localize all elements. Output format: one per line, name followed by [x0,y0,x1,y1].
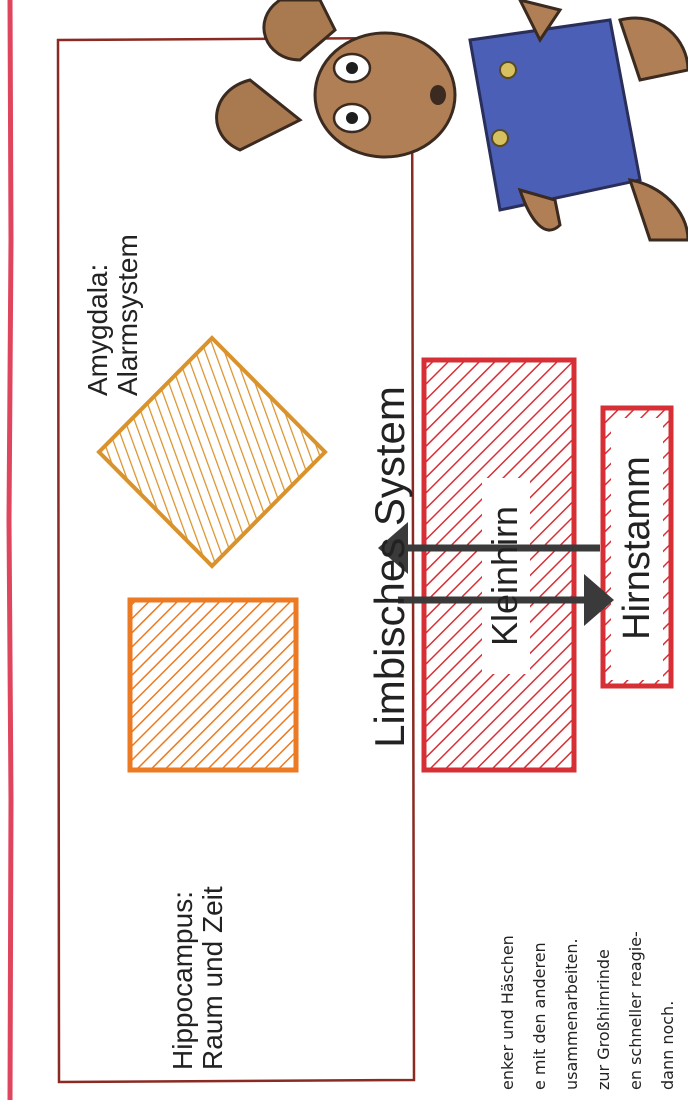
brainstem-label: Hirnstamm [615,423,659,673]
amygdala-label: Amygdala: Alarmsystem [83,176,147,396]
hippocampus-shape [130,600,296,770]
cerebellum-label: Kleinhirn [485,481,525,671]
body-text-line-6: dann noch. [658,1001,677,1090]
hippocampus-label-line2: Raum und Zeit [198,810,228,1070]
amygdala-label-line1: Amygdala: [83,176,113,396]
amygdala-label-line2: Alarmsystem [113,176,143,396]
hippocampus-label: Hippocampus: Raum und Zeit [168,810,232,1070]
limbic-system-label: Limbisches System [365,347,415,787]
hippocampus-label-line1: Hippocampus: [168,810,198,1070]
body-text-line-4: zur Großhirnrinde [594,949,613,1090]
rabbit-illustration [217,0,688,240]
body-text-line-3: usammenarbeiten. [562,938,581,1090]
body-text-line-2: e mit den anderen [530,942,549,1090]
body-text-line-5: en schneller reagie- [626,931,645,1090]
body-text-line-1: enker und Häschen [498,935,517,1090]
margin-line [9,0,11,1100]
